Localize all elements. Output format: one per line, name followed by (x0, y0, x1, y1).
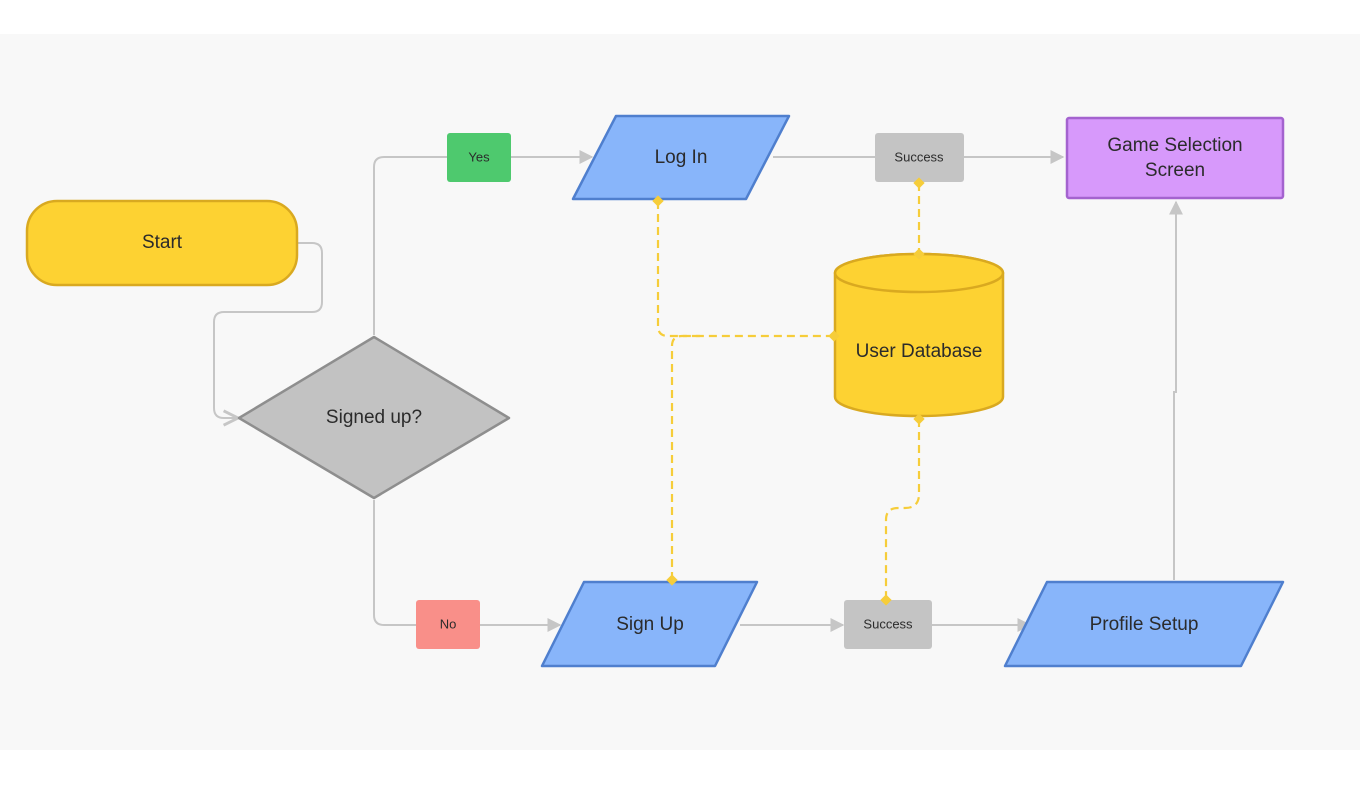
connector-start-to-decision (213, 242, 323, 418)
game-selection-node[interactable]: Game Selection Screen (1065, 116, 1285, 200)
login-label: Log In (655, 147, 708, 168)
login-node[interactable]: Log In (571, 114, 791, 201)
profile-label: Profile Setup (1090, 614, 1199, 635)
start-label: Start (142, 232, 183, 253)
link-handle (828, 330, 840, 342)
db-link-login (656, 201, 834, 338)
link-handle (666, 574, 678, 586)
decision-label: Signed up? (326, 407, 422, 428)
link-handle (913, 413, 925, 425)
success-top-label: Success (894, 149, 944, 164)
user-database-node[interactable]: User Database (833, 252, 1005, 418)
no-label-node[interactable]: No (416, 600, 480, 649)
success-top-node[interactable]: Success (875, 133, 964, 182)
decision-node[interactable]: Signed up? (237, 335, 511, 500)
database-label: User Database (856, 341, 983, 362)
db-link-signup (670, 334, 700, 580)
signup-node[interactable]: Sign Up (540, 580, 759, 668)
success-bottom-node[interactable]: Success (844, 600, 932, 649)
link-handle (652, 195, 664, 207)
connector-profile-to-game (1169, 200, 1183, 580)
connector-decision-to-yes (373, 156, 447, 335)
signup-label: Sign Up (616, 614, 684, 635)
game-label-line2: Screen (1145, 160, 1205, 181)
db-link-success-bottom (884, 419, 921, 599)
yes-label: Yes (468, 149, 490, 164)
success-bottom-label: Success (863, 616, 913, 631)
link-handle (913, 248, 925, 260)
profile-setup-node[interactable]: Profile Setup (1003, 580, 1285, 668)
link-handle (913, 177, 925, 189)
connector-decision-to-no (373, 500, 416, 626)
game-label-line1: Game Selection (1107, 135, 1242, 156)
no-label: No (440, 616, 457, 631)
yes-label-node[interactable]: Yes (447, 133, 511, 182)
start-node[interactable]: Start (25, 199, 299, 287)
link-handle (880, 594, 892, 606)
